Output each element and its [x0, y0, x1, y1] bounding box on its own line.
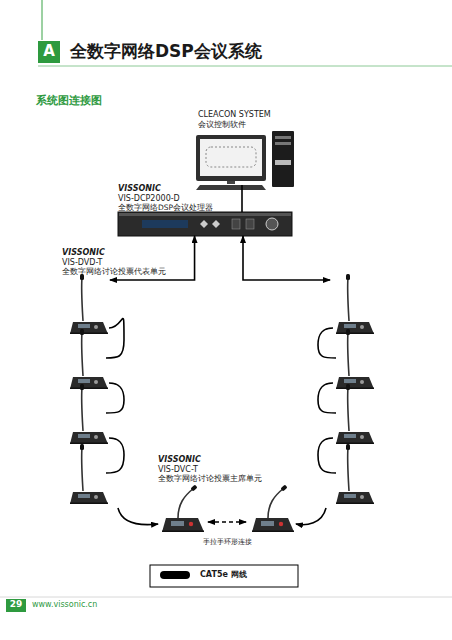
- node-label: VISSONICVIS-DCP2000-D全数字网络DSP会议处理器: [118, 184, 213, 212]
- chain-cable: [106, 318, 124, 358]
- tower-badge: [275, 160, 291, 165]
- brand-name: VISSONIC: [118, 184, 213, 194]
- dsp-processor: VISSONICVIS-DCP2000-D全数字网络DSP会议处理器: [118, 212, 292, 236]
- keyboard: [196, 185, 266, 190]
- footer-url: www.vissonic.cn: [32, 600, 97, 609]
- chain-cables: [106, 236, 336, 525]
- section-letter: A: [38, 43, 60, 60]
- processor-cable: [243, 236, 330, 280]
- monitor-stand: [227, 181, 235, 184]
- node-text: VIS-DCP2000-D: [118, 194, 213, 204]
- brand-name: VISSONIC: [158, 455, 262, 465]
- chain-cable: [318, 438, 336, 473]
- delegate-unit: [70, 274, 108, 334]
- page-badge: [6, 599, 26, 612]
- node-text: CLEACON SYSTEM: [198, 110, 271, 120]
- connection-note: 手拉手环形连接: [203, 538, 252, 546]
- delegate-unit: [336, 384, 374, 444]
- chair-link: [208, 521, 246, 523]
- rack-port: [232, 219, 240, 229]
- node-text: 全数字网络DSP会议处理器: [118, 203, 213, 212]
- section-badge: [38, 41, 60, 63]
- chain-cable: [106, 383, 124, 413]
- delegate-unit: [70, 444, 108, 504]
- drive-bay: [275, 136, 291, 139]
- rack-highlight: [119, 213, 291, 216]
- chain-cable: [318, 328, 336, 358]
- page-title: 全数字网络DSP会议系统: [70, 42, 262, 62]
- node-text: VIS-DVD-T: [62, 258, 166, 268]
- legend-entry: CAT5e 网线: [160, 569, 247, 580]
- header-rule: [42, 0, 43, 40]
- monitor-frame: [196, 135, 266, 181]
- legend-swatch: [160, 571, 190, 579]
- delegate-unit: [336, 329, 374, 389]
- rack-unit: [118, 212, 292, 236]
- rack-keys: [200, 220, 220, 228]
- chain-cable: [296, 508, 326, 525]
- chain-cable: [118, 508, 158, 525]
- page-number: 29: [6, 599, 26, 609]
- node-label: VISSONICVIS-DVD-T全数字网络讨论投票代表单元: [62, 248, 166, 276]
- delegate-unit: [336, 274, 374, 334]
- node-text: 全数字网络讨论投票主席单元: [158, 474, 262, 483]
- rack-port: [246, 219, 254, 229]
- legend-box: [150, 565, 298, 587]
- chairman-unit: [162, 485, 204, 532]
- node-label: CLEACON SYSTEM会议控制软件: [198, 110, 271, 129]
- brand-name: VISSONIC: [62, 248, 166, 258]
- rack-display: [142, 220, 188, 228]
- cable-connector: [241, 185, 243, 212]
- monitor-screen: [200, 139, 262, 176]
- delegate-unit: VISSONICVIS-DVD-T全数字网络讨论投票代表单元: [68, 276, 110, 336]
- delegate-unit: [70, 329, 108, 389]
- node-text: 会议控制软件: [198, 120, 271, 130]
- footer-rule: [0, 597, 452, 598]
- pc-tower: [272, 131, 294, 187]
- node-text: 全数字网络讨论投票代表单元: [62, 267, 166, 276]
- control-software: CLEACON SYSTEM会议控制软件: [192, 110, 296, 185]
- delegate-unit: [70, 384, 108, 444]
- title-underline: [38, 66, 452, 67]
- rack-knob: [266, 218, 278, 230]
- chain-cable: [318, 383, 336, 413]
- chairman-unit: [252, 485, 294, 532]
- section-subtitle: 系统图连接图: [36, 95, 102, 108]
- delegate-unit: [336, 444, 374, 504]
- node-label: VISSONICVIS-DVC-T全数字网络讨论投票主席单元: [158, 455, 262, 483]
- chain-cable: [106, 438, 124, 473]
- drive-bay: [275, 142, 291, 145]
- legend-text: CAT5e 网线: [200, 569, 247, 580]
- screen-window: [206, 147, 256, 167]
- chairman-unit: VISSONICVIS-DVC-T全数字网络讨论投票主席单元: [160, 486, 204, 534]
- node-text: VIS-DVC-T: [158, 465, 262, 475]
